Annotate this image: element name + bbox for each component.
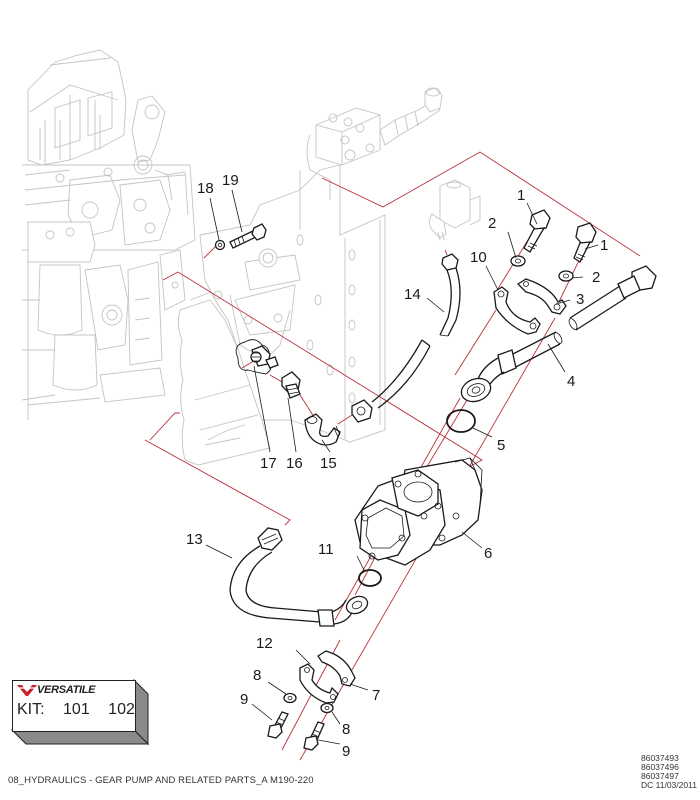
- engine-ghost-illustration: [21, 49, 481, 466]
- callout-8a[interactable]: 8: [253, 667, 261, 684]
- part-11-o-ring[interactable]: [358, 569, 382, 587]
- kit-number-102[interactable]: 102: [108, 701, 135, 718]
- callout-3[interactable]: 3: [576, 291, 584, 308]
- callout-9b[interactable]: 9: [342, 743, 350, 760]
- callout-11[interactable]: 11: [318, 541, 334, 558]
- callout-2b[interactable]: 2: [592, 269, 600, 286]
- part-10-flange-clamp[interactable]: [493, 286, 541, 335]
- part-8-washer-a[interactable]: [283, 692, 297, 704]
- part-14-hose[interactable]: [351, 253, 461, 423]
- callout-14[interactable]: 14: [404, 286, 421, 303]
- part-12-flange-clamp[interactable]: [299, 663, 339, 704]
- part-4-hose[interactable]: [458, 265, 657, 405]
- brand-name: VERSATILE: [37, 684, 96, 696]
- part-16-adapter[interactable]: [281, 371, 301, 399]
- part-2-washer-b[interactable]: [558, 270, 574, 282]
- part-9-bolt-a[interactable]: [267, 711, 289, 739]
- callout-6[interactable]: 6: [484, 545, 492, 562]
- part-15-elbow-fitting[interactable]: [304, 413, 341, 446]
- callout-labels: 18 19 1 1 2 2 3 10 4 5 6 11 13 12 7 8 8 …: [186, 172, 608, 760]
- callout-9a[interactable]: 9: [240, 691, 248, 708]
- kit-numbers: KIT: 101 102: [17, 701, 149, 719]
- part-17-elbow-fitting[interactable]: [235, 339, 279, 375]
- callout-13[interactable]: 13: [186, 531, 203, 548]
- reference-numbers: 86037493 86037496 86037497 DC 11/03/2011: [641, 754, 697, 790]
- part-19-bolt[interactable]: [229, 223, 267, 249]
- callout-12[interactable]: 12: [256, 635, 273, 652]
- versatile-logo-icon: [17, 685, 37, 696]
- part-13-suction-hose[interactable]: [229, 527, 370, 627]
- part-18-washer[interactable]: [214, 239, 226, 251]
- callout-10[interactable]: 10: [470, 249, 487, 266]
- callout-4[interactable]: 4: [567, 373, 575, 390]
- part-number: 86037493: [641, 753, 679, 763]
- callout-18[interactable]: 18: [197, 180, 214, 197]
- part-2-washer-a[interactable]: [510, 255, 526, 267]
- callout-leader-lines: [205, 189, 599, 745]
- kit-number-101[interactable]: 101: [63, 701, 90, 718]
- part-number: 86037497: [641, 771, 679, 781]
- part-8-washer-b[interactable]: [320, 702, 334, 714]
- part-1-bolt-b[interactable]: [573, 222, 597, 263]
- kit-label: KIT:: [17, 701, 45, 718]
- part-5-o-ring[interactable]: [446, 409, 476, 433]
- callout-16[interactable]: 16: [286, 455, 303, 472]
- kit-box: VERSATILE KIT: 101 102: [12, 680, 136, 732]
- part-9-bolt-b[interactable]: [303, 721, 325, 751]
- date-code: DC 11/03/2011: [641, 780, 697, 790]
- callout-2a[interactable]: 2: [488, 215, 496, 232]
- part-7-flange-clamp[interactable]: [317, 650, 356, 687]
- callout-1a[interactable]: 1: [517, 187, 525, 204]
- callout-7[interactable]: 7: [372, 687, 380, 704]
- part-number: 86037496: [641, 762, 679, 772]
- callout-17[interactable]: 17: [260, 455, 277, 472]
- part-3-flange-clamp[interactable]: [516, 278, 567, 315]
- callout-1b[interactable]: 1: [600, 237, 608, 254]
- callout-19[interactable]: 19: [222, 172, 239, 189]
- versatile-logo: VERSATILE: [17, 683, 96, 697]
- part-6-gear-pump[interactable]: [354, 457, 483, 566]
- part-1-bolt-a[interactable]: [523, 209, 551, 253]
- diagram-caption: 08_HYDRAULICS - GEAR PUMP AND RELATED PA…: [8, 775, 314, 786]
- callout-15[interactable]: 15: [320, 455, 337, 472]
- callout-8b[interactable]: 8: [342, 721, 350, 738]
- callout-5[interactable]: 5: [497, 437, 505, 454]
